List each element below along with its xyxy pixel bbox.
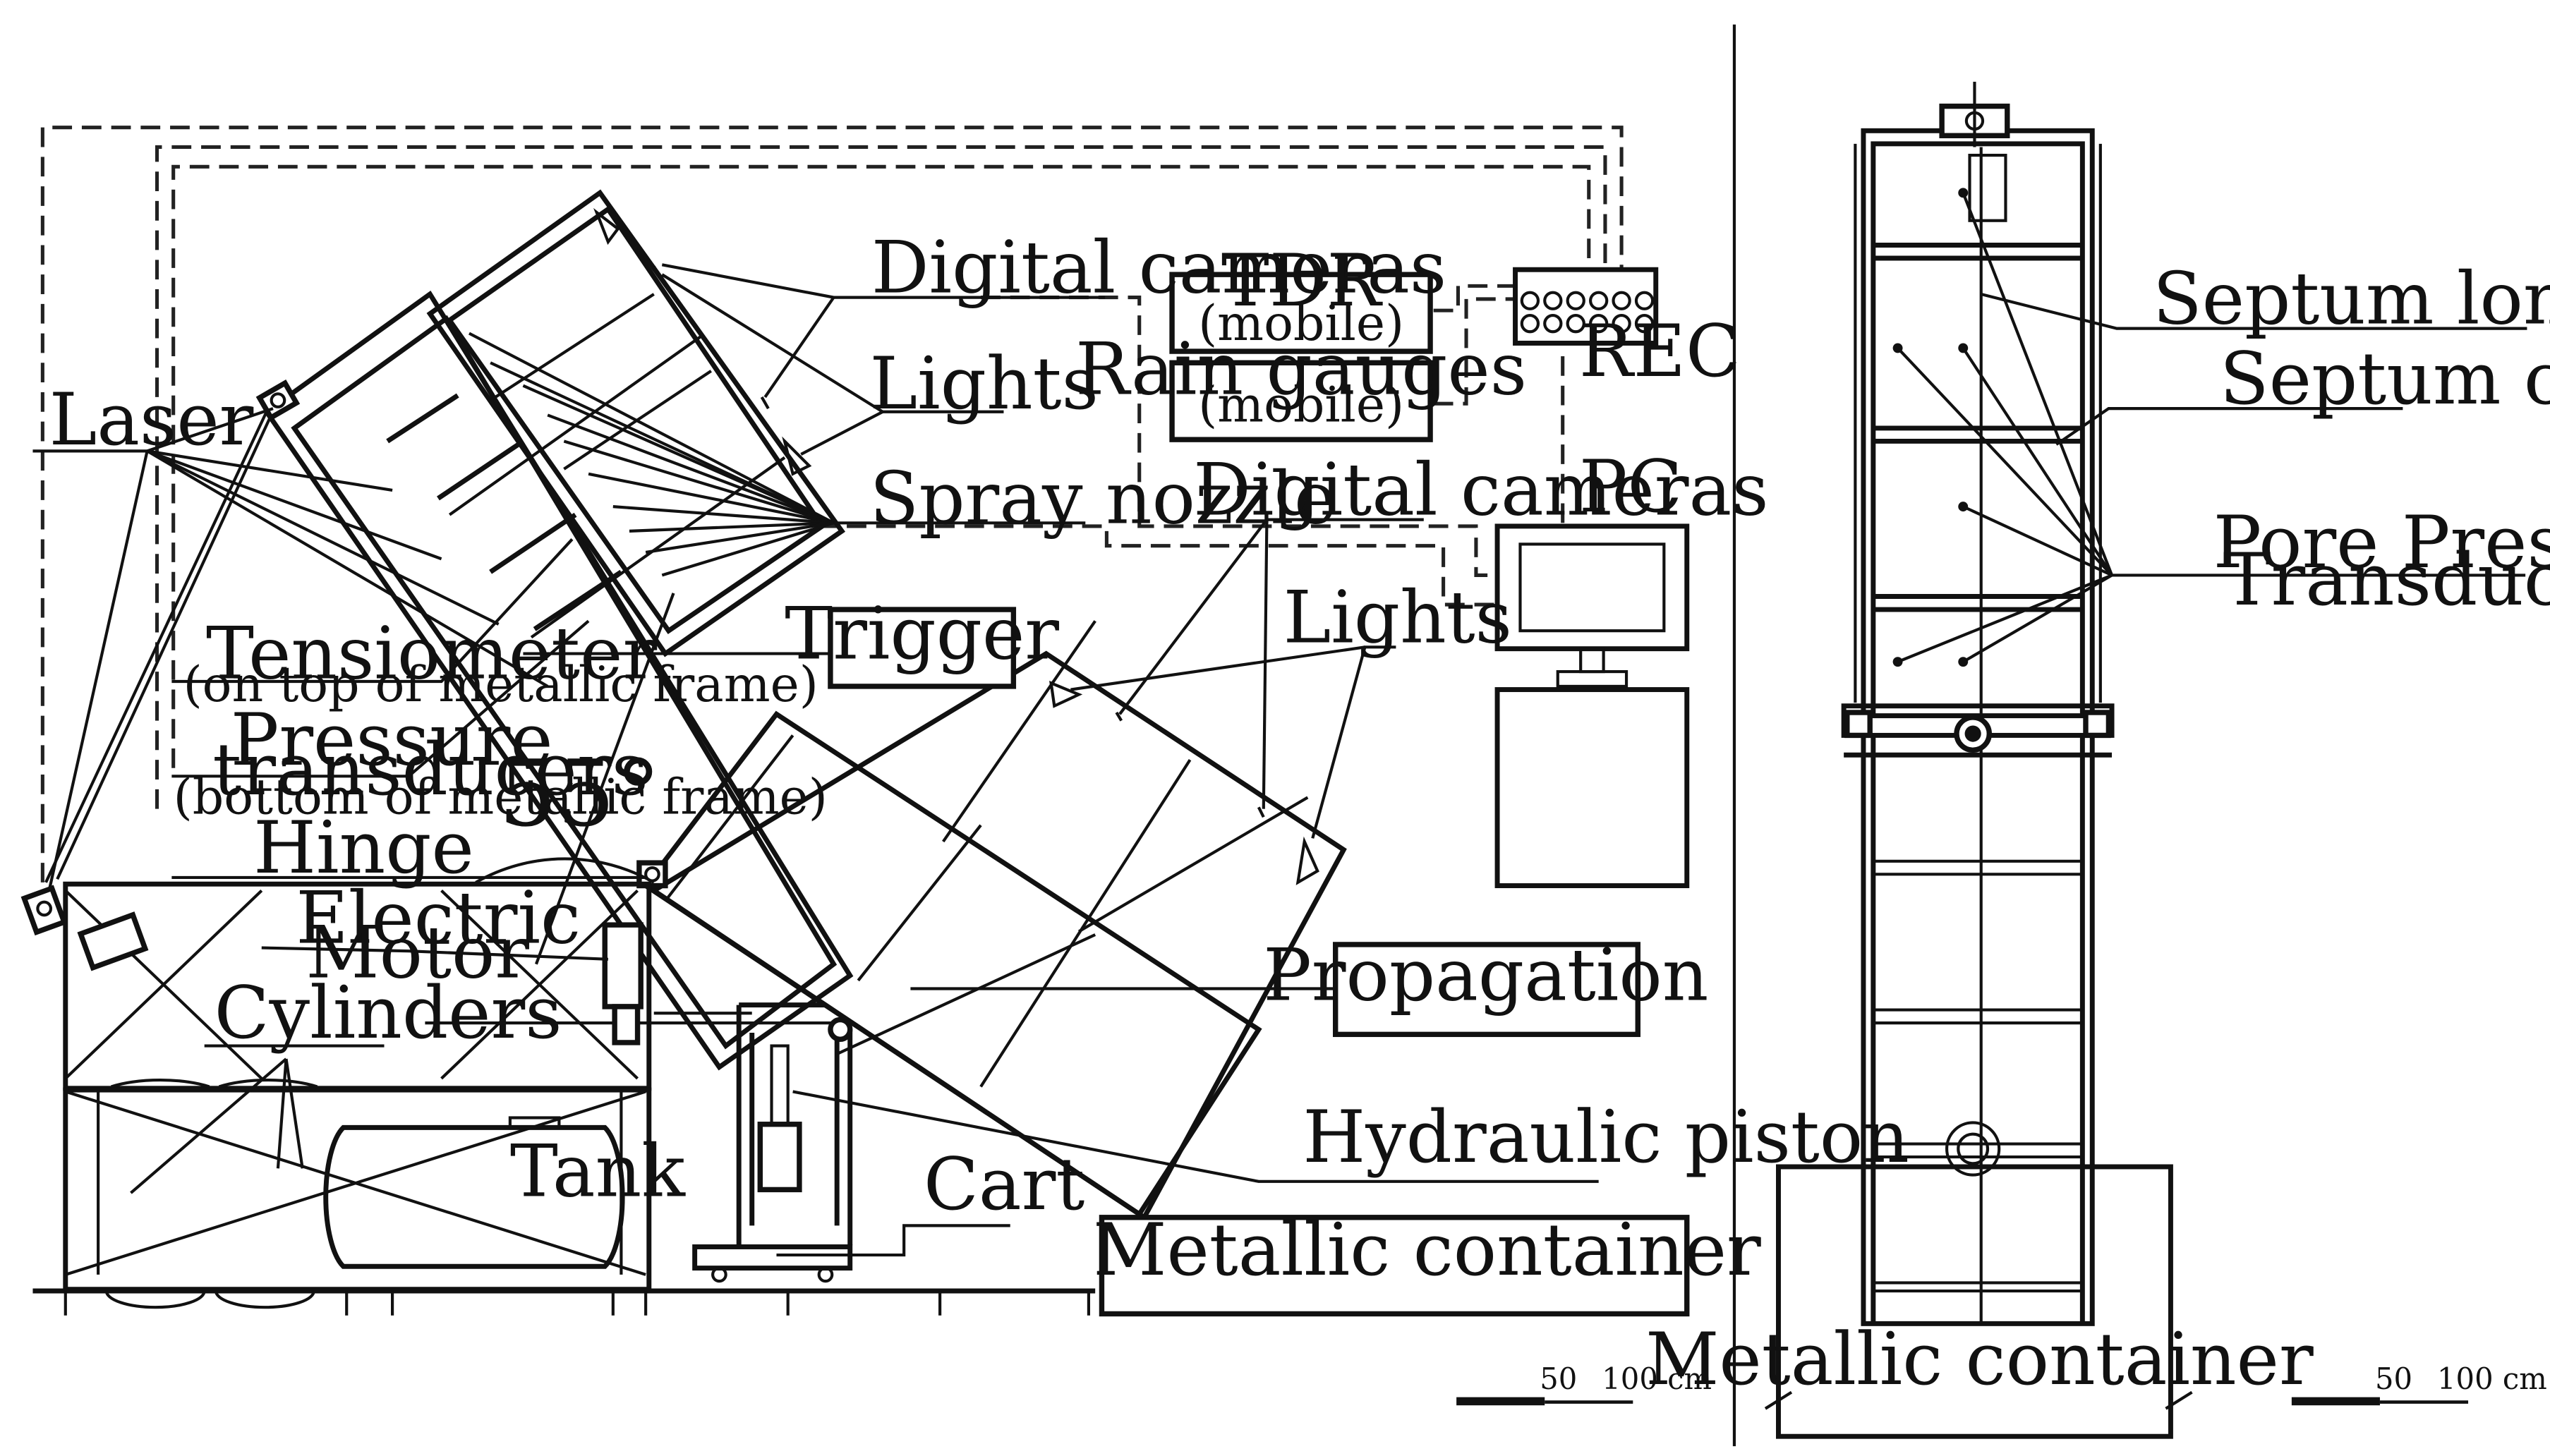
scale-bar-front: 50 100 cm [2291,1361,2547,1406]
label-rec: REC [1579,310,1741,394]
side-view: Digital cameras Lights Laser Spray nozzl… [20,126,1909,1406]
rain-gauges-note: (mobile) [1198,377,1404,434]
label-motor: Motor [306,911,529,995]
cylinders [104,1078,318,1309]
trigger-label: Trigger [785,593,1059,677]
label-pore-pressure: Pore Pressure [2213,501,2550,585]
metallic-container-side [1099,1215,1690,1317]
rain-gauges-label: Rain gauges [1075,327,1527,411]
label-angle: 55° [499,741,661,847]
scale-50-front: 50 [2375,1361,2412,1396]
label-pressure-note: (bottom of metallic frame) [174,769,828,826]
label-tensiometer: Tensiometer [206,612,657,696]
label-digital-cameras-mid: Digital cameras [1193,449,1768,533]
angle-arc [475,857,655,884]
scale-bar-side: 50 100 cm [1456,1361,1712,1406]
label-septum-longitudinal: Septum longitudinal [2153,257,2550,341]
tdr-box [1169,272,1433,354]
support-structure [32,881,1096,1316]
label-tank: Tank [510,1130,686,1214]
label-pc: PC [1579,445,1683,529]
tdr-label: TDR [1221,239,1384,323]
leader-lines [32,263,1599,1257]
front-leaders [1897,192,2527,664]
tdr-note: (mobile) [1198,295,1404,352]
label-cart: Cart [924,1143,1084,1227]
metallic-container-front [1776,1164,2173,1439]
label-septum-cross: Septum cross [2220,337,2550,421]
label-spray-nozzle: Spray nozzle [870,456,1337,540]
scale-100-front: 100 cm [2437,1361,2547,1396]
label-pressure: Pressure [231,698,553,782]
label-digital-cameras-top: Digital cameras [871,226,1446,310]
pc [1494,523,1690,889]
propagation-label: Propagation [1263,934,1708,1018]
scale-50-side: 50 [1540,1361,1577,1396]
electric-motor [77,911,643,1045]
propagation-box [1333,942,1640,1038]
scale-100-side: 100 cm [1602,1361,1712,1396]
trigger-box [828,607,1017,689]
front-flume [1841,81,2115,1326]
label-laser: Laser [49,378,254,462]
label-transducers-front: Transducers [2223,538,2550,622]
rec-unit [1513,267,1659,346]
label-lights-mid: Lights [1283,576,1512,660]
label-metallic-container-front: Metallic container [1645,1318,2314,1402]
cart [692,1002,853,1283]
label-hinge: Hinge [253,806,474,890]
label-lights-top: Lights [870,342,1099,426]
tank [323,1116,625,1269]
front-view: Septum longitudinal Septum cross Pore Pr… [1645,81,2550,1439]
label-cylinders: Cylinders [214,971,562,1055]
rain-gauges-box [1169,360,1433,442]
metallic-container-side-label: Metallic container [1093,1208,1761,1292]
label-transducers-side: transducers [212,728,648,812]
label-electric: Electric [296,877,581,961]
label-tensiometer-note: (on top of metallic frame) [183,656,818,713]
